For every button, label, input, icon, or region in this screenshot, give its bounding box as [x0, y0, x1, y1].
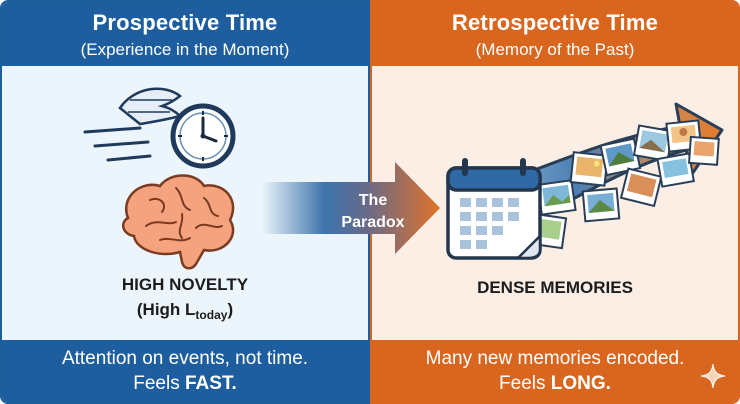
formula-index: today: [195, 308, 228, 322]
paradox-arrow: [262, 162, 440, 254]
winged-clock-icon: [83, 87, 236, 169]
paradox-label-line1: The: [358, 192, 388, 209]
retrospective-title: Retrospective Time: [451, 10, 659, 35]
retrospective-subtitle: (Memory of the Past): [475, 40, 635, 59]
prospective-footer-prefix: Feels: [133, 373, 185, 394]
retrospective-footer-line1: Many new memories encoded.: [425, 348, 685, 369]
high-novelty-label: HIGH NOVELTY: [121, 275, 249, 294]
retrospective-footer-prefix: Feels: [499, 373, 551, 394]
sparkle-icon: [700, 363, 726, 389]
prospective-footer-line1: Attention on events, not time.: [61, 348, 309, 369]
formula-close: ): [227, 300, 234, 319]
prospective-title: Prospective Time: [92, 10, 278, 35]
formula-open: (High L: [136, 300, 196, 319]
retrospective-footer: Many new memories encoded. Feels LONG.: [372, 340, 738, 402]
prospective-footer-line2: Feels FAST.: [133, 373, 236, 394]
high-novelty-caption: HIGH NOVELTY (High Ltoday): [0, 272, 370, 328]
prospective-subtitle: (Experience in the Moment): [80, 40, 290, 59]
calendar-icon: [446, 158, 542, 260]
paradox-label-line2: Paradox: [341, 214, 405, 231]
prospective-footer-emphasis: FAST.: [185, 373, 237, 394]
dense-memories-caption: DENSE MEMORIES: [477, 278, 633, 297]
high-novelty-formula: (High Ltoday): [0, 297, 370, 328]
retrospective-footer-line2: Feels LONG.: [499, 373, 611, 394]
retrospective-header: Retrospective Time (Memory of the Past): [372, 2, 738, 66]
retrospective-footer-emphasis: LONG.: [550, 373, 611, 394]
brain-icon: [121, 174, 235, 270]
prospective-footer: Attention on events, not time. Feels FAS…: [2, 340, 368, 402]
paradox-label: The Paradox: [318, 190, 428, 234]
prospective-header: Prospective Time (Experience in the Mome…: [2, 2, 368, 66]
